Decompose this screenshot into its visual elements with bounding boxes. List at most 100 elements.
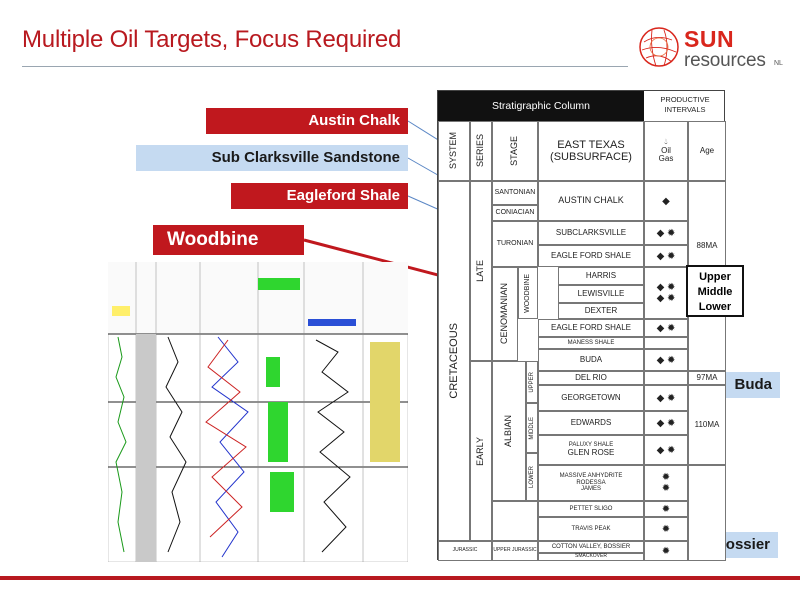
fm-lewisville: LEWISVILLE <box>558 285 644 303</box>
fm-cotton-valley: COTTON VALLEY, BOSSIER <box>538 541 644 553</box>
prod-eagle1: ◆ ✹ <box>644 245 688 267</box>
prod-buda: ◆ ✹ <box>644 349 688 371</box>
gas-icon: ✹ <box>661 523 671 535</box>
prod-travis: ✹ <box>644 517 688 541</box>
gas-icon: ✹ <box>661 472 671 483</box>
page-title: Multiple Oil Targets, Focus Required <box>22 26 402 53</box>
stage-coniacian: CONIACIAN <box>492 205 538 221</box>
oil-gas-icons: ◆ ✹ <box>656 293 676 304</box>
oil-gas-icons: ◆ ✹ <box>656 250 676 262</box>
well-log-image <box>108 262 408 562</box>
fm-eagle-ford-upper: EAGLE FORD SHALE <box>538 245 644 267</box>
hdr-region: EAST TEXAS (SUBSURFACE) <box>538 121 644 181</box>
hdr-oil-text: Oil <box>661 145 671 155</box>
fm-massive-group: MASSIVE ANHYDRITE RODESSA JAMES <box>538 465 644 501</box>
stage-cenomanian-text: CENOMANIAN <box>499 283 510 345</box>
label-woodbine: Woodbine <box>153 225 304 255</box>
age-lower <box>688 465 726 561</box>
stage-albian-text: ALBIAN <box>503 414 514 447</box>
oil-gas-icons: ◆ ✹ <box>656 322 676 334</box>
stratigraphic-column: Stratigraphic Column PRODUCTIVE INTERVAL… <box>437 90 726 561</box>
woodbine-intervals-box: Upper Middle Lower <box>686 265 744 317</box>
hdr-system: SYSTEM <box>438 121 470 181</box>
fm-maness: MANESS SHALE <box>538 337 644 349</box>
oil-gas-icons: ◆ ✹ <box>656 227 676 239</box>
hdr-gas-text: Gas <box>658 154 674 164</box>
oil-gas-icons: ◆ ✹ <box>656 417 676 429</box>
oil-gas-icons: ◆ ✹ <box>656 392 676 404</box>
fm-dexter: DEXTER <box>558 303 644 319</box>
albian-middle-text: MIDDLE <box>528 416 535 440</box>
hdr-series: SERIES <box>470 121 492 181</box>
interval-upper: Upper <box>699 271 731 283</box>
sun-globe-icon <box>639 27 679 67</box>
albian-lower-text: LOWER <box>528 465 535 488</box>
fm-rodessa: RODESSA <box>576 479 606 486</box>
hdr-series-text: SERIES <box>475 134 486 168</box>
stage-santonian: SANTONIAN <box>492 181 538 205</box>
fm-glen-rose: GLEN ROSE <box>567 447 615 457</box>
fm-georgetown: GEORGETOWN <box>538 385 644 411</box>
system-cretaceous-text: CRETACEOUS <box>447 323 460 399</box>
age-110: 110MA <box>688 385 726 465</box>
system-jurassic: JURASSIC <box>438 541 492 561</box>
prod-woodbine: ◆ ✹◆ ✹ <box>644 267 688 319</box>
oil-gas-icons: ◆ ✹ <box>656 354 676 366</box>
fm-subclarksville: SUBCLARKSVILLE <box>538 221 644 245</box>
oil-gas-icons: ◆ ✹ <box>656 282 676 293</box>
prod-austin: ◆ <box>644 181 688 221</box>
woodbine-group: WOODBINE <box>518 267 538 319</box>
prod-pettet: ✹ <box>644 501 688 517</box>
fm-austin-chalk: AUSTIN CHALK <box>538 181 644 221</box>
hdr-age: Age <box>688 121 726 181</box>
prod-georgetown: ◆ ✹ <box>644 385 688 411</box>
fm-eagle-ford-lower: EAGLE FORD SHALE <box>538 319 644 337</box>
prod-massive: ✹✹ <box>644 465 688 501</box>
column-title: Stratigraphic Column <box>438 91 644 121</box>
prod-subclarks: ◆ ✹ <box>644 221 688 245</box>
prod-glenrose: ◆ ✹ <box>644 435 688 465</box>
title-divider <box>22 66 628 67</box>
productive-header: PRODUCTIVE INTERVALS <box>660 95 710 114</box>
prod-edwards: ◆ ✹ <box>644 411 688 435</box>
series-upper-jurassic: UPPER JURASSIC <box>492 541 538 561</box>
age-blank <box>688 311 726 371</box>
prod-eagle2: ◆ ✹ <box>644 319 688 337</box>
logo-suffix: NL <box>774 60 783 67</box>
series-late-text: LATE <box>475 260 486 282</box>
interval-lower: Lower <box>698 301 732 313</box>
gas-icon: ✹ <box>661 483 671 494</box>
label-sub-clarksville: Sub Clarksville Sandstone <box>136 145 408 171</box>
prod-cotton: ✹ <box>644 541 688 561</box>
gas-icon: ✹ <box>661 503 671 515</box>
albian-upper: UPPER <box>526 361 538 403</box>
series-early: EARLY <box>470 361 492 541</box>
label-austin-chalk: Austin Chalk <box>206 108 408 134</box>
system-cretaceous: CRETACEOUS <box>438 181 470 541</box>
fm-james: JAMES <box>580 486 601 493</box>
fm-paluxy: PALUXY SHALE <box>568 442 614 449</box>
interval-middle: Middle <box>697 286 733 298</box>
logo-word-resources: resources <box>684 50 766 71</box>
prod-delrio <box>644 371 688 385</box>
fm-massive-anhydrite: MASSIVE ANHYDRITE <box>559 473 623 480</box>
albian-lower: LOWER <box>526 453 538 501</box>
albian-middle: MIDDLE <box>526 403 538 453</box>
stage-aptian <box>492 501 538 541</box>
stage-turonian: TURONIAN <box>492 221 538 267</box>
stage-cenomanian: CENOMANIAN <box>492 267 518 361</box>
oil-drop-icon: ◆ <box>662 195 670 207</box>
age-97: 97MA <box>688 371 726 385</box>
bottom-accent-bar <box>0 576 800 580</box>
age-88-text: 88MA <box>696 240 718 250</box>
woodbine-group-text: WOODBINE <box>524 273 532 313</box>
company-logo: SUN resources NL <box>634 20 794 84</box>
fm-travis-peak: TRAVIS PEAK <box>538 517 644 541</box>
fm-del-rio: DEL RIO <box>538 371 644 385</box>
albian-upper-text: UPPER <box>528 371 535 393</box>
series-early-text: EARLY <box>475 436 486 466</box>
prod-maness <box>644 337 688 349</box>
hdr-system-text: SYSTEM <box>448 132 459 170</box>
fm-paluxy-glenrose: PALUXY SHALE GLEN ROSE <box>538 435 644 465</box>
